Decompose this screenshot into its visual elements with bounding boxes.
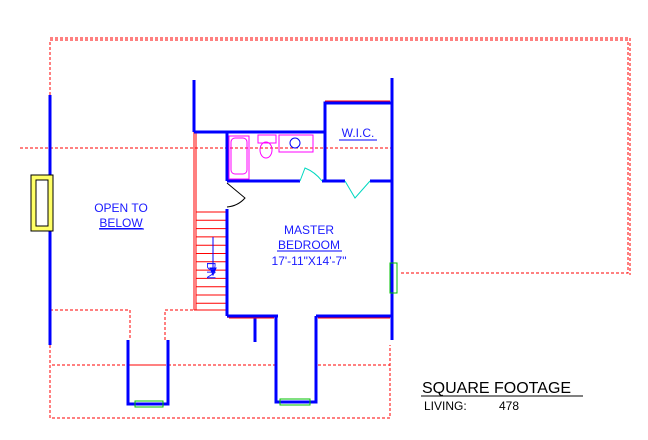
window-bay-left xyxy=(134,400,164,408)
windows xyxy=(30,174,398,408)
master-bedroom-label: MASTER xyxy=(284,223,334,237)
bath-fixtures xyxy=(228,134,314,180)
stair-label: DN xyxy=(204,262,218,279)
window-bedroom xyxy=(389,262,398,294)
wic-label: W.I.C. xyxy=(342,126,375,140)
roof-outline xyxy=(20,37,631,419)
living-label: LIVING: xyxy=(424,399,467,413)
down-arrow-icon xyxy=(209,237,217,277)
living-value: 478 xyxy=(499,399,519,413)
square-footage-title: SQUARE FOOTAGE xyxy=(422,380,571,397)
open-to-below-label-2: BELOW xyxy=(99,216,143,230)
window-bay-bedroom xyxy=(279,398,311,406)
doors xyxy=(226,167,371,208)
master-bedroom-label-2: BEDROOM xyxy=(278,238,340,252)
wall-edges xyxy=(130,100,390,366)
open-to-below-label: OPEN TO xyxy=(94,201,148,215)
master-bedroom-dimensions: 17'-11"X14'-7" xyxy=(272,254,347,268)
stair xyxy=(193,132,227,311)
